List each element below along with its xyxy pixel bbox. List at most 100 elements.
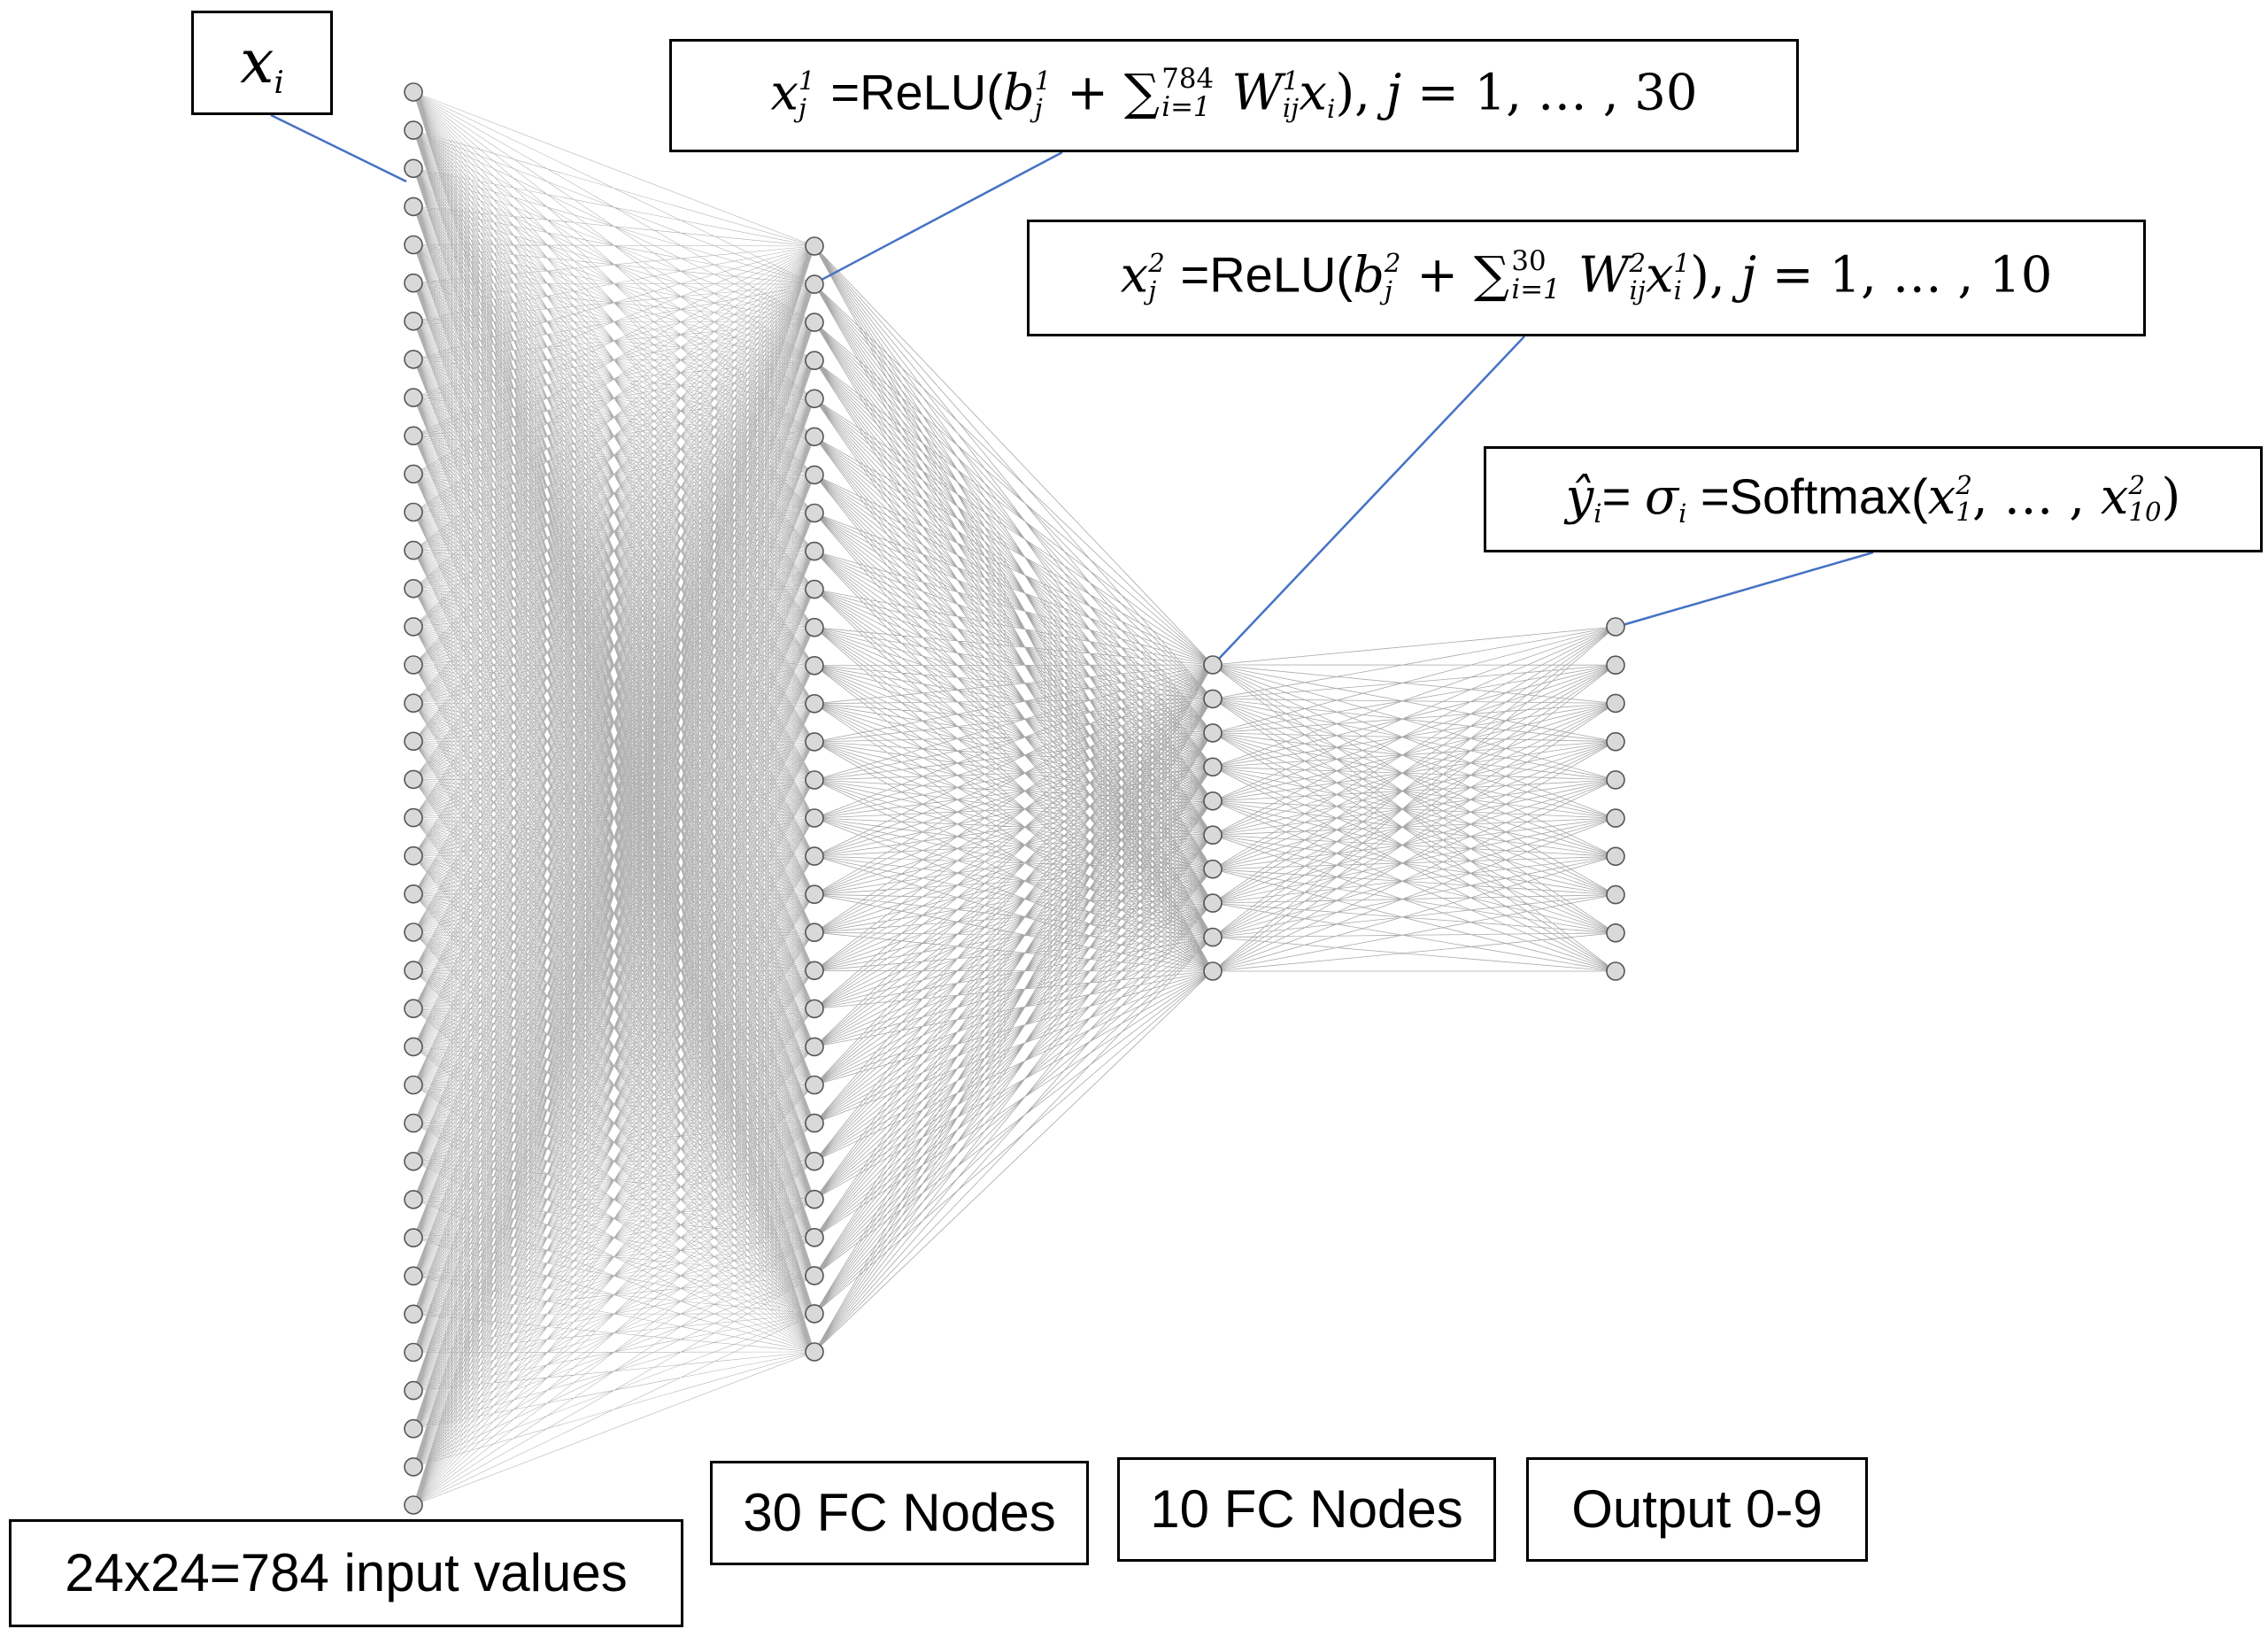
output-node — [1606, 693, 1625, 714]
output-node — [1606, 617, 1625, 637]
output-node — [1606, 770, 1625, 790]
hidden2-node — [1203, 927, 1223, 947]
hidden1-node — [805, 541, 824, 561]
input-node — [404, 1342, 423, 1363]
hidden1-leader — [819, 151, 1063, 282]
network-nodes — [404, 82, 1625, 1515]
hidden1-node — [805, 1037, 824, 1057]
input-node — [404, 731, 423, 752]
input-node — [404, 999, 423, 1018]
hidden1-node — [805, 351, 824, 371]
input-node — [404, 1190, 423, 1209]
input-node — [404, 655, 423, 675]
hidden1-node — [805, 770, 824, 790]
input-node — [404, 1380, 423, 1401]
input-node — [404, 961, 423, 980]
hidden1-node — [805, 961, 824, 981]
hidden1-node — [805, 1113, 824, 1133]
output-node — [1606, 655, 1625, 676]
output-leader — [1622, 551, 1874, 627]
input-node — [404, 82, 423, 102]
input-node — [404, 1266, 423, 1285]
hidden1-node — [805, 427, 824, 447]
input-node — [404, 426, 423, 446]
hidden1-node — [805, 732, 824, 752]
hidden2-node — [1203, 893, 1223, 913]
hidden2-node — [1203, 723, 1223, 743]
input-to-hidden1-edges — [413, 91, 815, 1506]
input-node — [404, 388, 423, 407]
input-node — [404, 464, 423, 484]
hidden1-node — [805, 579, 824, 599]
hidden1-node — [805, 999, 824, 1019]
input-node — [404, 311, 423, 331]
input-node-label-box: xi — [191, 11, 333, 115]
hidden1-node — [805, 236, 824, 256]
output-layer-label-box: Output 0-9 — [1526, 1457, 1868, 1562]
hidden1-to-hidden2-edges — [814, 245, 1214, 1353]
hidden1-node — [805, 313, 824, 332]
hidden1-node — [805, 1189, 824, 1209]
input-node — [404, 235, 423, 255]
hidden2-to-output-edges — [1212, 626, 1616, 972]
input-node — [404, 158, 423, 179]
hidden2-leader — [1217, 336, 1525, 660]
input-node — [404, 1075, 423, 1095]
hidden1-layer-label-box: 30 FC Nodes — [710, 1461, 1089, 1565]
hidden1-node — [805, 617, 824, 637]
input-node — [404, 1037, 423, 1057]
hidden1-layer-label: 30 FC Nodes — [743, 1483, 1056, 1542]
hidden2-layer-label-box: 10 FC Nodes — [1117, 1457, 1496, 1562]
hidden1-node — [805, 465, 824, 485]
output-node — [1606, 961, 1625, 981]
output-node — [1606, 731, 1625, 752]
input-node — [404, 1113, 423, 1133]
output-node — [1606, 846, 1625, 867]
input-node — [404, 884, 423, 904]
input-node — [404, 923, 423, 942]
input-node — [404, 1418, 423, 1439]
hidden1-node — [805, 1342, 824, 1362]
input-node — [404, 1228, 423, 1247]
input-node — [404, 617, 423, 637]
input-node — [404, 693, 423, 714]
input-node — [404, 578, 423, 598]
input-node-label: xi — [240, 27, 284, 102]
hidden1-node — [805, 1151, 824, 1171]
output-node — [1606, 808, 1625, 828]
hidden1-node — [805, 503, 824, 523]
hidden1-node — [805, 884, 824, 905]
input-node — [404, 197, 423, 217]
input-node — [404, 540, 423, 560]
output-node — [1606, 923, 1625, 943]
hidden1-node — [805, 846, 824, 866]
hidden1-node — [805, 923, 824, 942]
hidden2-node — [1203, 825, 1223, 845]
input-node — [404, 769, 423, 790]
hidden1-node — [805, 693, 824, 714]
input-node — [404, 273, 423, 293]
hidden1-node — [805, 1304, 824, 1324]
output-layer-label: Output 0-9 — [1571, 1479, 1823, 1539]
hidden1-node — [805, 1266, 824, 1285]
output-node — [1606, 884, 1625, 905]
hidden2-node — [1203, 859, 1223, 879]
input-node — [404, 807, 423, 828]
input-node — [404, 1152, 423, 1171]
hidden1-node — [805, 1075, 824, 1095]
network-connections — [413, 91, 1616, 1506]
hidden2-node — [1203, 655, 1223, 675]
hidden1-node — [805, 274, 824, 294]
input-node — [404, 1495, 423, 1515]
input-node — [404, 502, 423, 522]
input-layer-label: 24x24=784 input values — [65, 1543, 628, 1602]
hidden2-node — [1203, 757, 1223, 777]
input-node — [404, 120, 423, 140]
input-layer-label-box: 24x24=784 input values — [9, 1519, 683, 1627]
input-node — [404, 350, 423, 369]
hidden1-node — [805, 1228, 824, 1247]
